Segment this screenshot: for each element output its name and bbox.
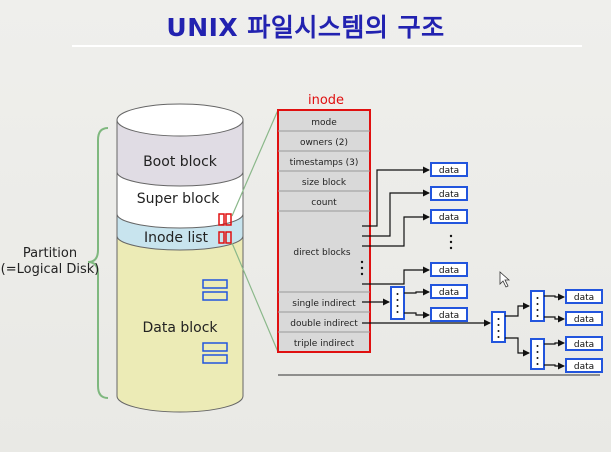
pointer-arrow	[544, 362, 565, 370]
disk-top	[116, 103, 244, 137]
ellipsis-dot	[449, 240, 453, 244]
data-block-label: Data block	[142, 320, 218, 336]
data-block	[430, 186, 468, 201]
index-block	[530, 290, 545, 322]
data-marker	[202, 291, 228, 301]
inode-marker	[218, 231, 225, 244]
inode-list-label: Inode list	[144, 230, 209, 246]
ellipsis-dot	[449, 246, 453, 250]
ellipsis-dot	[396, 311, 399, 313]
index-block	[390, 286, 405, 320]
ellipsis-dot	[396, 299, 399, 301]
inode-field-size-block: size block	[302, 178, 347, 188]
zoom-line-bottom	[231, 242, 279, 353]
inode-field-count: count	[311, 198, 337, 208]
data-block-label: data	[574, 362, 594, 372]
pointer-arrow	[404, 288, 430, 296]
data-block-label: data	[574, 315, 594, 325]
mouse-cursor-icon	[499, 271, 511, 288]
data-block	[430, 262, 468, 277]
ellipsis-dot	[536, 357, 539, 359]
pointer-arrow	[544, 315, 565, 323]
pointer-arrow	[505, 337, 530, 357]
data-block-label: data	[439, 288, 459, 298]
ellipsis-dot	[396, 305, 399, 307]
inode-field-mode: mode	[311, 118, 337, 128]
data-block	[430, 307, 468, 322]
inode-marker	[225, 213, 232, 226]
data-block	[430, 209, 468, 224]
partition-label: Partition	[23, 246, 77, 261]
data-block-label: data	[574, 340, 594, 350]
inode-field-timestamps: timestamps (3)	[290, 158, 359, 168]
pointer-arrow	[404, 311, 430, 319]
pointer-arrow	[505, 302, 530, 317]
ellipsis-dot	[497, 330, 500, 332]
data-block	[430, 162, 468, 177]
ellipsis-dot	[536, 309, 539, 311]
index-block	[530, 338, 545, 370]
boot-block-region	[116, 119, 244, 187]
ellipsis-dot	[497, 324, 500, 326]
data-block	[565, 358, 603, 373]
super-block-region	[116, 171, 244, 229]
ellipsis-dot	[536, 315, 539, 317]
ellipsis-dot	[497, 336, 500, 338]
partition-brace	[87, 127, 109, 399]
ellipsis-dot	[396, 293, 399, 295]
title-underline	[72, 45, 582, 47]
data-block	[430, 284, 468, 299]
data-block	[565, 289, 603, 304]
boot-block-label: Boot block	[143, 154, 218, 170]
inode-field-triple-indirect: triple indirect	[294, 339, 355, 349]
data-block-label: data	[439, 166, 459, 176]
index-block	[491, 311, 506, 343]
inode-field-owners: owners (2)	[300, 138, 348, 148]
ellipsis-dot	[536, 363, 539, 365]
partition-sublabel: (=Logical Disk)	[1, 262, 100, 277]
data-block-label: data	[439, 266, 459, 276]
ellipsis-dot	[360, 260, 364, 264]
data-block	[565, 336, 603, 351]
inode-field-single-indirect: single indirect	[292, 299, 356, 309]
pointer-arrow	[544, 339, 565, 347]
double-indirect: data data data data	[362, 289, 603, 373]
ellipsis-dot	[536, 351, 539, 353]
ellipsis-dot	[449, 234, 453, 238]
inode-title: inode	[308, 93, 344, 108]
single-indirect: data data	[362, 284, 468, 322]
ellipsis-dot	[497, 318, 500, 320]
inode-field-double-indirect: double indirect	[290, 319, 358, 329]
inode-structure: inode mode owners (2) timestamps (3) siz…	[277, 93, 371, 353]
data-block-label: data	[574, 293, 594, 303]
ellipsis-dot	[536, 345, 539, 347]
ellipsis-dot	[360, 272, 364, 276]
data-marker	[202, 342, 228, 352]
direct-pointer-arrow	[362, 166, 430, 227]
direct-pointers	[362, 166, 430, 285]
pointer-arrow	[544, 293, 565, 301]
ellipsis-dot	[360, 266, 364, 270]
super-block-label: Super block	[137, 191, 221, 207]
direct-pointer-arrow	[362, 189, 430, 237]
zoom-line-top	[231, 109, 279, 217]
direct-pointer-arrow	[362, 266, 430, 285]
ellipsis-dot	[536, 297, 539, 299]
data-block	[565, 311, 603, 326]
data-block-label: data	[439, 190, 459, 200]
inode-marker	[225, 231, 232, 244]
ellipsis-dot	[536, 303, 539, 305]
inode-field-direct-blocks: direct blocks	[293, 248, 350, 258]
direct-pointer-arrow	[362, 213, 430, 247]
data-block-label: data	[439, 311, 459, 321]
slide-title: UNIX 파일시스템의 구조	[166, 13, 445, 42]
inode-marker	[218, 213, 225, 226]
data-marker	[202, 279, 228, 289]
disk-cylinder: Boot block Super block Inode list Data b…	[116, 103, 244, 413]
data-marker	[202, 354, 228, 364]
data-block-label: data	[439, 213, 459, 223]
direct-data-blocks: data data data data	[430, 162, 468, 277]
